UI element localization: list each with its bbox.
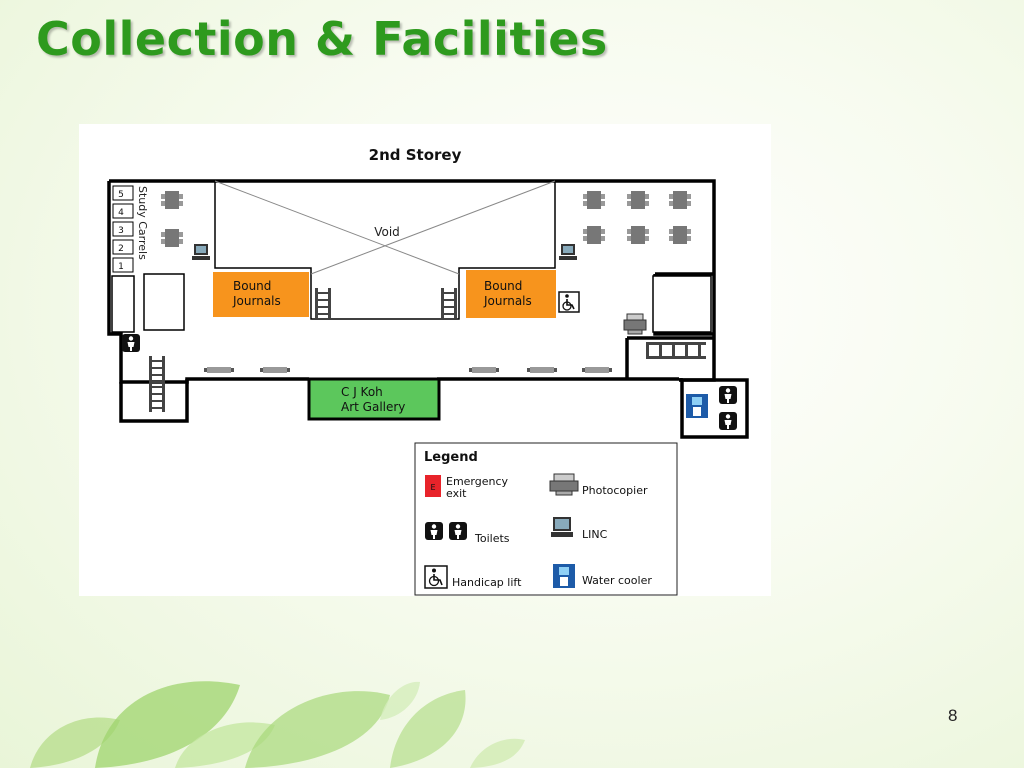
photocopier-icon xyxy=(623,313,647,335)
svg-text:LINC: LINC xyxy=(582,528,608,541)
staircase-right xyxy=(646,342,706,359)
building-walls xyxy=(107,179,749,439)
legend-item-water-cooler: Water cooler xyxy=(553,564,652,588)
bound-journals-label: Journals xyxy=(232,294,281,308)
void-label: Void xyxy=(374,225,400,239)
bound-journals-label: Bound xyxy=(484,279,522,293)
legend-title: Legend xyxy=(424,450,478,465)
gallery-label: C J Koh xyxy=(341,385,383,399)
carrel-number: 2 xyxy=(118,244,124,254)
legend-item-emergency-exit: E Emergency exit xyxy=(425,475,509,500)
bound-journals-right: Bound Journals xyxy=(466,270,556,318)
carrel-number: 4 xyxy=(118,208,124,218)
legend-item-toilets: Toilets xyxy=(425,522,510,545)
toilet-icon xyxy=(122,334,140,352)
water-cooler-icon xyxy=(553,564,575,588)
emergency-exit-icon xyxy=(425,475,441,497)
svg-text:exit: exit xyxy=(446,487,467,500)
computer-terminal-icon xyxy=(559,244,577,260)
legend: Legend E Emergency exit Photocopier Toil… xyxy=(414,442,678,596)
study-carrels: 5 4 3 2 1 Study Carrels xyxy=(112,185,149,273)
svg-text:Handicap lift: Handicap lift xyxy=(452,576,522,589)
floor-plan-map: 2nd Storey Void 5 4 3 2 1 xyxy=(107,146,749,596)
carrel-number: 5 xyxy=(118,190,124,200)
water-cooler-icon xyxy=(686,394,708,418)
svg-text:Toilets: Toilets xyxy=(474,532,510,545)
toilet-icon xyxy=(719,412,737,430)
study-carrels-label: Study Carrels xyxy=(136,186,149,260)
toilet-icon xyxy=(425,522,443,540)
carrel-number: 1 xyxy=(118,262,124,272)
computer-terminal-icon xyxy=(551,517,573,537)
stairs-icon xyxy=(315,288,331,318)
legend-item-handicap-lift: Handicap lift xyxy=(424,565,522,589)
bound-journals-label: Journals xyxy=(483,294,532,308)
bound-journals-left: Bound Journals xyxy=(213,272,309,317)
room xyxy=(652,275,712,333)
svg-text:Photocopier: Photocopier xyxy=(582,484,648,497)
staircase xyxy=(149,356,165,412)
page-number: 8 xyxy=(948,706,958,725)
toilet-icon xyxy=(719,386,737,404)
corridor-seats xyxy=(204,367,612,373)
computer-terminal-icon xyxy=(192,244,210,260)
slide-title: Collection & Facilities xyxy=(36,12,608,66)
leaf-icon xyxy=(30,681,525,768)
wheelchair-icon xyxy=(424,565,448,589)
room xyxy=(143,273,185,331)
legend-item-linc: LINC xyxy=(551,517,608,541)
svg-text:E: E xyxy=(430,483,435,492)
bound-journals-label: Bound xyxy=(233,279,271,293)
legend-item-photocopier: Photocopier xyxy=(549,473,648,497)
stairs-icon xyxy=(441,288,457,318)
wheelchair-icon xyxy=(558,291,580,313)
void-area: Void xyxy=(214,180,556,320)
svg-text:Water cooler: Water cooler xyxy=(582,574,652,587)
carrel-number: 3 xyxy=(118,226,124,236)
photocopier-icon xyxy=(549,473,579,496)
floor-plan-title: 2nd Storey xyxy=(369,146,462,164)
floor-plan-card: 2nd Storey Void 5 4 3 2 1 xyxy=(79,124,771,596)
svg-text:Emergency: Emergency xyxy=(446,475,509,488)
reading-tables xyxy=(161,191,691,247)
storage-room xyxy=(111,275,135,333)
art-gallery: C J Koh Art Gallery xyxy=(307,377,441,421)
decorative-leaves xyxy=(30,681,525,768)
toilet-icon xyxy=(449,522,467,540)
gallery-label: Art Gallery xyxy=(341,400,405,414)
